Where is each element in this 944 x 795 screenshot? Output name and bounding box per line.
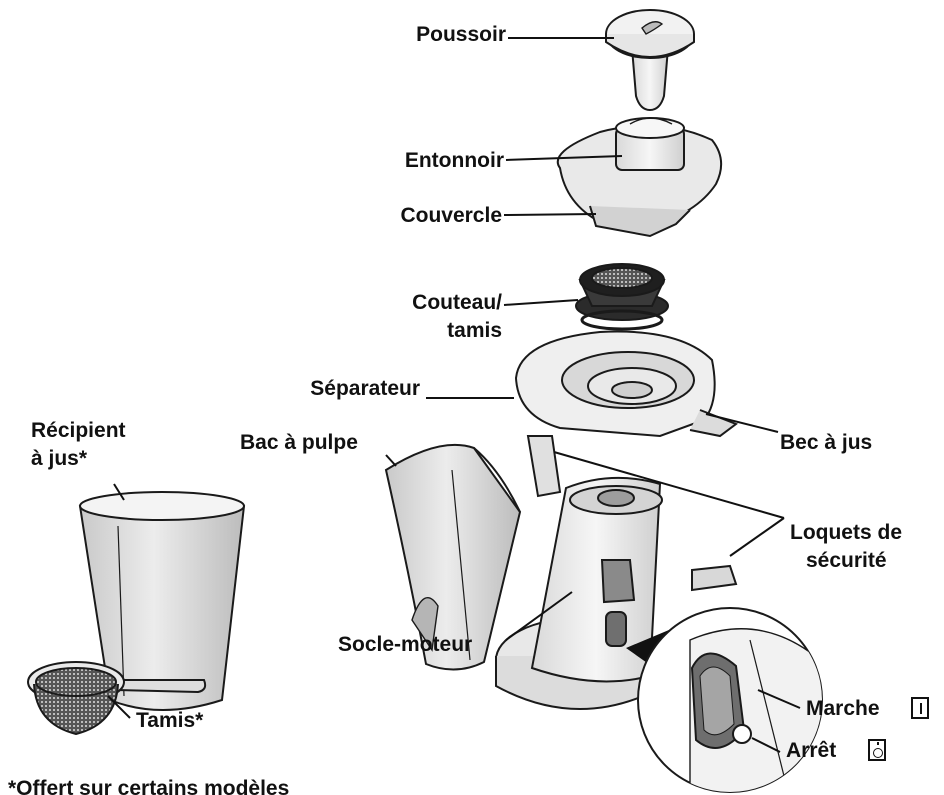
label-juice-jug-line1: Récipient (31, 418, 126, 444)
label-cutter-sieve-line2: tamis (360, 318, 502, 344)
label-on-switch: Marche (806, 696, 880, 722)
pusher-part (606, 10, 694, 110)
label-strainer: Tamis* (136, 708, 203, 734)
lid-part (558, 118, 721, 236)
cutter-sieve-part (576, 264, 668, 329)
label-safety-latches-line1: Loquets de (790, 520, 902, 546)
label-separator: Séparateur (280, 376, 420, 402)
power-on-icon (911, 697, 929, 719)
label-safety-latches-line2: sécurité (806, 548, 887, 574)
label-pulp-container: Bac à pulpe (240, 430, 358, 456)
label-lid: Couvercle (360, 203, 502, 229)
label-cutter-sieve-line1: Couteau/ (360, 290, 502, 316)
label-juice-jug-line2: à jus* (31, 446, 87, 472)
label-pusher: Poussoir (360, 22, 506, 48)
label-off-switch: Arrêt (786, 738, 836, 764)
separator-part (516, 332, 736, 436)
label-motor-base: Socle-moteur (338, 632, 472, 658)
label-juice-spout: Bec à jus (780, 430, 872, 456)
zoom-detail (638, 608, 830, 795)
label-funnel: Entonnoir (360, 148, 504, 174)
footnote: *Offert sur certains modèles (8, 776, 289, 795)
power-off-icon (868, 739, 886, 761)
